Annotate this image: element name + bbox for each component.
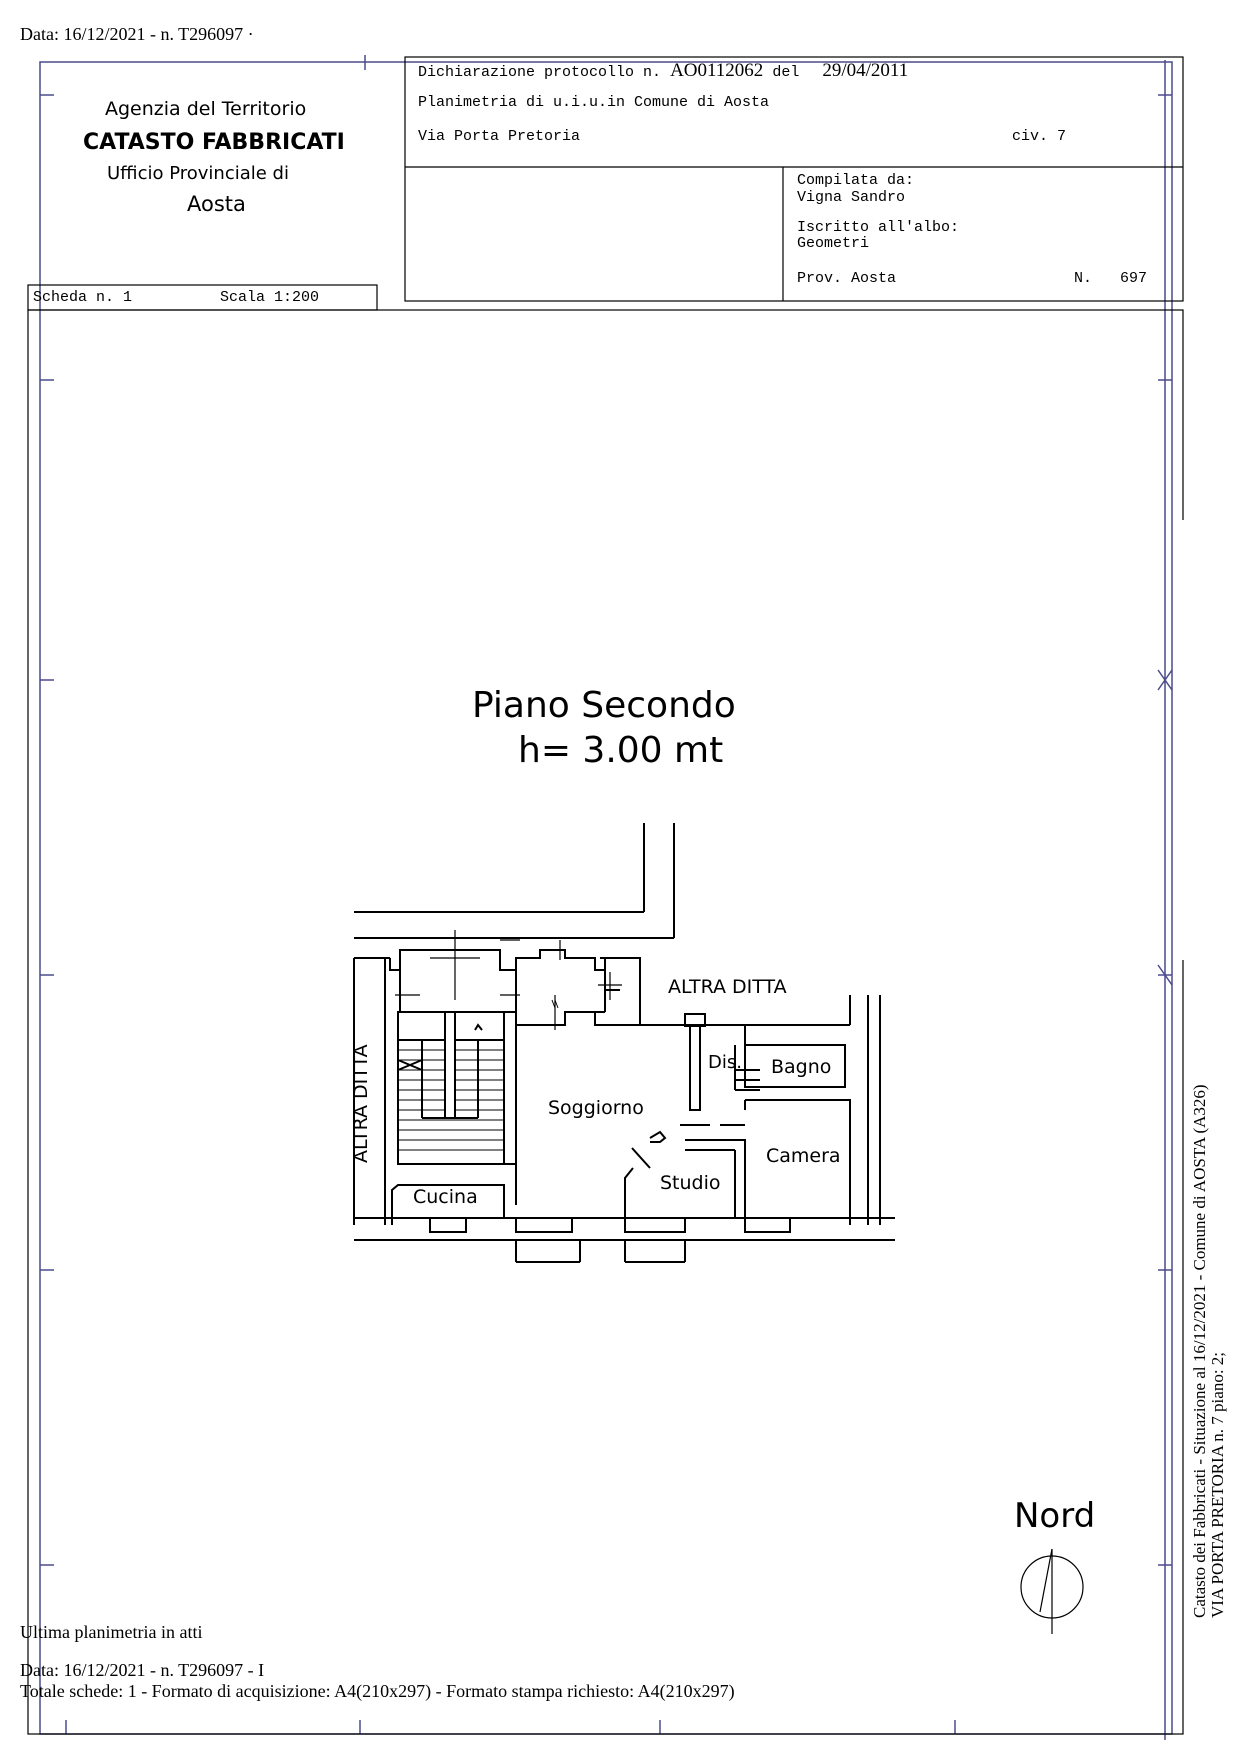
register-number: 697	[1120, 270, 1148, 287]
room-label-dis: Dis.	[708, 1052, 742, 1073]
north-label: Nord	[1014, 1496, 1096, 1536]
register-value: Geometri	[797, 235, 870, 252]
north-arrow-icon	[1020, 1548, 1084, 1634]
sheet-number: Scheda n. 1	[33, 289, 133, 306]
agency-office: Ufficio Provinciale di	[107, 163, 289, 184]
side-text-line1: Catasto dei Fabbricati - Situazione al 1…	[1190, 1084, 1209, 1618]
protocol-line: Dichiarazione protocollo n. AO0112062 de…	[418, 60, 908, 82]
agency-catasto: CATASTO FABBRICATI	[83, 130, 345, 155]
protocol-del-label: del	[772, 64, 800, 81]
scale: Scala 1:200	[220, 289, 320, 306]
room-label-cucina: Cucina	[413, 1186, 478, 1208]
header-stamp: Data: 16/12/2021 - n. T296097 ·	[20, 24, 254, 44]
room-label-soggiorno: Soggiorno	[548, 1097, 644, 1119]
room-label-altra-ditta-left: ALTRA DITTA	[350, 1044, 372, 1163]
protocol-label: Dichiarazione protocollo n.	[418, 64, 662, 81]
footer-totals: Totale schede: 1 - Formato di acquisizio…	[20, 1681, 735, 1701]
planimetry-line: Planimetria di u.i.u.in Comune di Aosta	[418, 94, 770, 111]
agency-name: Agenzia del Territorio	[105, 98, 307, 120]
room-label-studio: Studio	[660, 1172, 721, 1194]
agency-city: Aosta	[187, 192, 246, 216]
floor-title: Piano Secondo	[472, 685, 736, 726]
protocol-date: 29/04/2011	[822, 60, 909, 81]
protocol-number: AO0112062	[670, 60, 764, 81]
compiled-name: Vigna Sandro	[797, 189, 906, 206]
province: Prov. Aosta	[797, 270, 897, 287]
room-label-bagno: Bagno	[771, 1056, 832, 1078]
footer-last-plan: Ultima planimetria in atti	[20, 1622, 203, 1642]
footer-date-line: Data: 16/12/2021 - n. T296097 - I	[20, 1660, 265, 1680]
compiled-label: Compilata da:	[797, 172, 915, 189]
room-label-camera: Camera	[766, 1145, 841, 1167]
register-label: Iscritto all'albo:	[797, 219, 960, 236]
outer-frame	[39, 55, 1173, 1740]
civic-number: civ. 7	[1012, 128, 1067, 145]
floor-plan	[353, 823, 895, 1263]
register-number-label: N.	[1074, 270, 1093, 287]
header-boxes	[27, 56, 1184, 1735]
side-text-line2: VIA PORTA PRETORIA n. 7 piano: 2;	[1208, 1351, 1227, 1618]
room-label-altra-ditta-top: ALTRA DITTA	[668, 976, 787, 998]
floor-height: h= 3.00 mt	[518, 730, 724, 771]
street-line: Via Porta Pretoria	[418, 128, 581, 145]
